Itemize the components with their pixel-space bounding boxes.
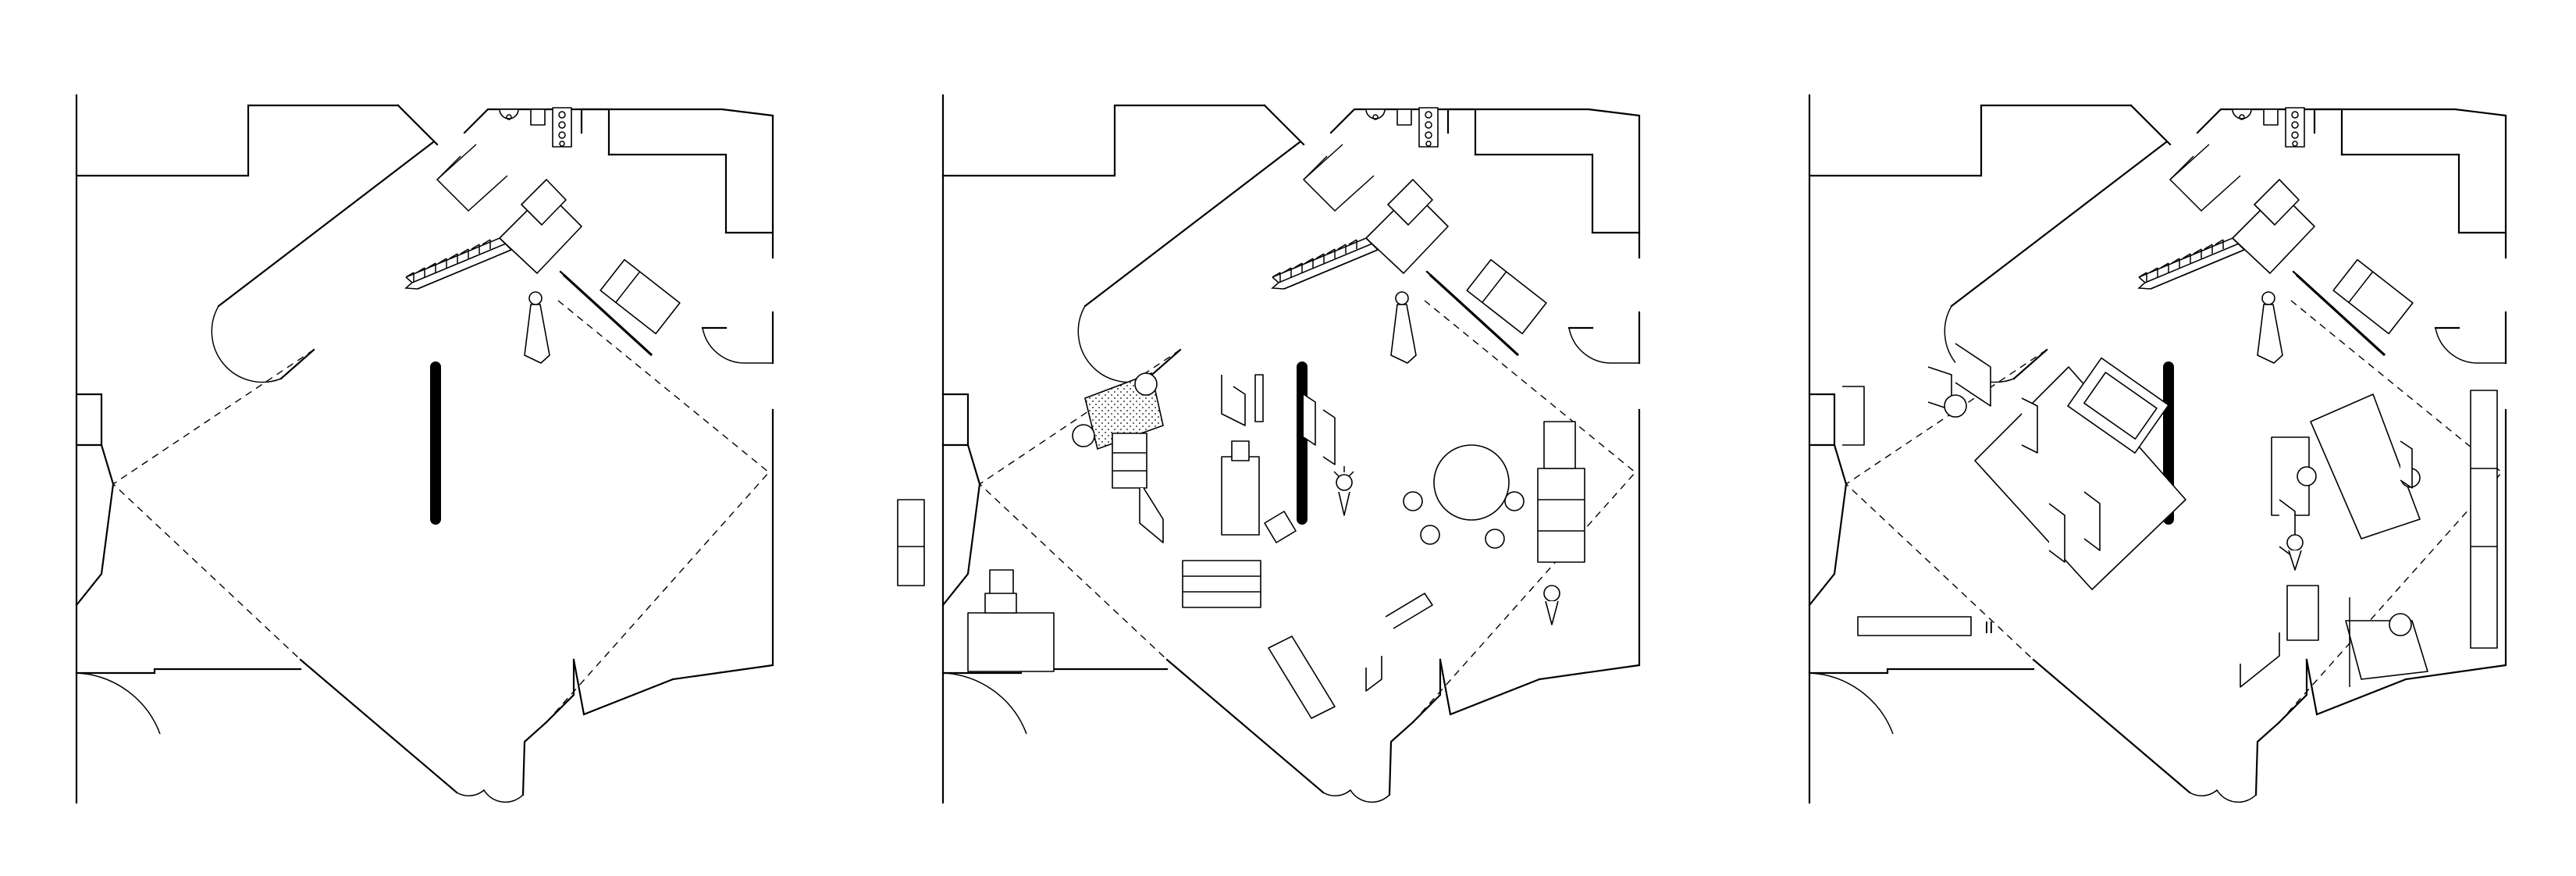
plan-tag: II xyxy=(1984,618,1994,637)
plan-panel-3: II xyxy=(1809,95,2506,803)
plan-panel-1 xyxy=(76,95,773,803)
plan-panel-2 xyxy=(897,95,1639,803)
furniture-layout-b: II xyxy=(1842,343,2498,688)
furniture-layout-a xyxy=(897,372,1585,719)
